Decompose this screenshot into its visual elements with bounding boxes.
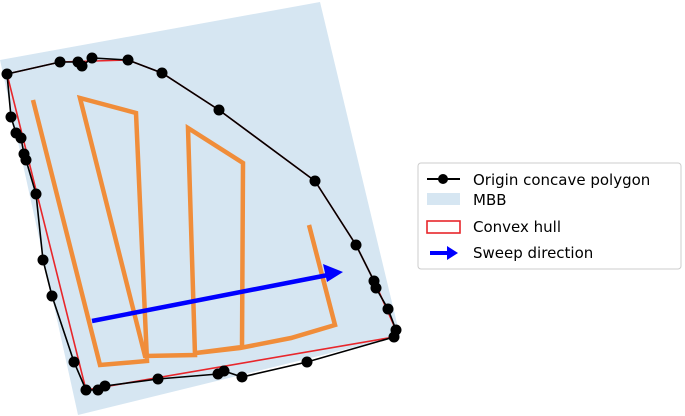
vertex-point	[86, 52, 98, 64]
vertex-point	[301, 356, 313, 368]
vertex-point	[76, 60, 88, 72]
vertex-point	[122, 54, 134, 66]
vertex-point	[18, 148, 30, 160]
vertex-point	[1, 68, 13, 80]
vertex-point	[10, 127, 22, 139]
legend: Origin concave polygon MBB Convex hull S…	[417, 162, 682, 270]
vertex-point	[46, 290, 58, 302]
vertex-point	[92, 384, 104, 396]
vertex-point	[213, 104, 225, 116]
legend-mbb-swatch	[427, 193, 460, 205]
coverage-path	[30, 94, 338, 368]
vertex-point	[212, 368, 224, 380]
vertex-point	[156, 67, 168, 79]
vertex-point	[370, 282, 382, 294]
legend-mbb-label: MBB	[473, 191, 507, 209]
vertex-point	[309, 175, 321, 187]
legend-hull-swatch	[426, 220, 461, 234]
vertex-point	[37, 254, 49, 266]
legend-polygon-marker	[438, 174, 448, 184]
vertex-point	[5, 111, 17, 123]
vertex-point	[54, 56, 66, 68]
legend-arrow-label: Sweep direction	[473, 244, 593, 262]
legend-arrow-head	[447, 246, 458, 260]
vertex-point	[236, 371, 248, 383]
vertex-point	[152, 373, 164, 385]
vertex-point	[80, 384, 92, 396]
sweep-direction-arrow-shaft	[91, 272, 329, 324]
vertex-point	[68, 356, 80, 368]
sweep-direction-arrow-head	[323, 264, 343, 282]
legend-hull-label: Convex hull	[473, 218, 561, 236]
vertex-point	[382, 303, 394, 315]
polygon-vertex-markers	[1, 52, 402, 396]
legend-frame	[417, 162, 682, 270]
vertex-point	[388, 331, 400, 343]
legend-polygon-label: Origin concave polygon	[473, 171, 650, 189]
vertex-point	[350, 239, 362, 251]
vertex-point	[30, 188, 42, 200]
